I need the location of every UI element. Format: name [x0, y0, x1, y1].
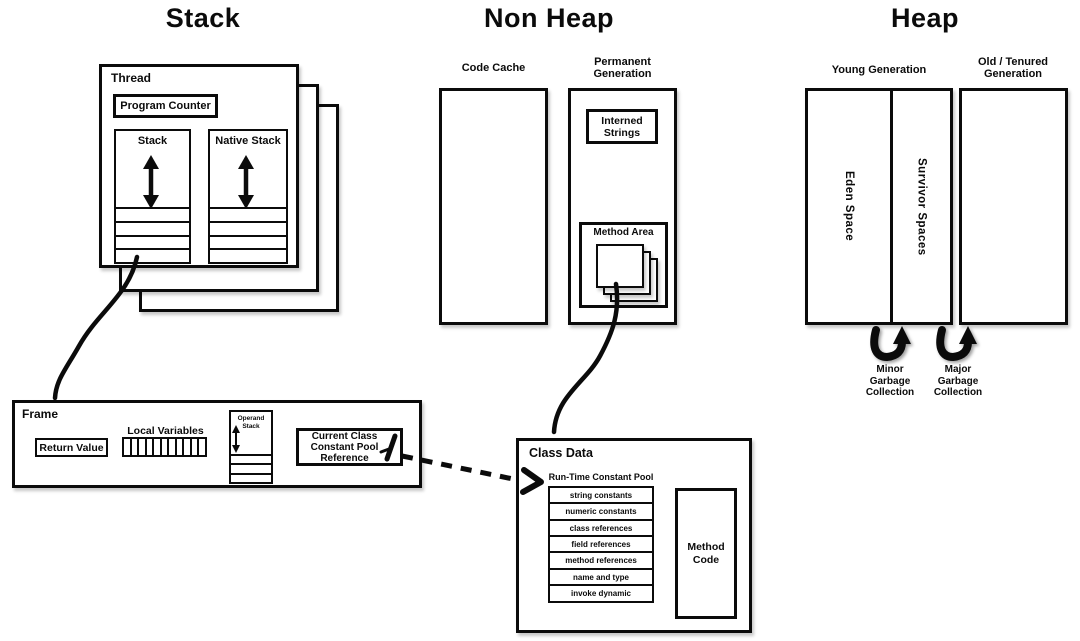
young-generation-label: Young Generation: [831, 64, 927, 76]
major-gc-arrow-icon: [936, 326, 977, 362]
permanent-generation-label: Permanent Generation: [593, 56, 652, 80]
minor-gc-arrow-icon: [870, 326, 911, 362]
non-heap-section-title: Non Heap: [483, 3, 614, 33]
frame-label: Frame: [22, 407, 59, 421]
operand-stack-label: Operand Stack: [237, 415, 265, 430]
stack-frames-rows: [116, 207, 189, 262]
native-stack-box: Native Stack: [208, 129, 288, 264]
thread-label: Thread: [111, 71, 152, 85]
local-variables-slots: [122, 437, 207, 457]
heap-section-title: Heap: [890, 3, 960, 33]
operand-stack-box: Operand Stack: [229, 410, 273, 484]
survivor-spaces-label: Survivor Spaces: [915, 157, 928, 256]
survivor-spaces-region: Survivor Spaces: [893, 91, 950, 322]
local-variables-label: Local Variables: [127, 425, 204, 437]
interned-strings-box: Interned Strings: [586, 109, 658, 144]
method-code-box: Method Code: [675, 488, 737, 619]
eden-space-region: Eden Space: [808, 91, 890, 322]
old-generation-box: [959, 88, 1068, 325]
eden-space-label: Eden Space: [843, 171, 855, 242]
code-cache-box: [439, 88, 548, 325]
permanent-generation-box: Interned Strings Method Area: [568, 88, 677, 325]
frame-box: Frame Return Value Local Variables Opera…: [12, 400, 422, 488]
native-stack-label: Native Stack: [215, 135, 281, 147]
operand-stack-rows: [231, 454, 271, 482]
native-stack-rows: [210, 207, 286, 262]
method-area-box: Method Area: [579, 222, 668, 308]
runtime-constant-pool-label: Run-Time Constant Pool: [548, 472, 654, 482]
method-area-label: Method Area: [593, 227, 654, 238]
class-data-box: Class Data Run-Time Constant Pool string…: [516, 438, 752, 633]
runtime-constant-pool-table: string constants numeric constants class…: [548, 486, 654, 603]
class-data-label: Class Data: [529, 446, 593, 460]
code-cache-label: Code Cache: [461, 62, 526, 74]
program-counter-box: Program Counter: [113, 94, 218, 118]
young-generation-box: Eden Space Survivor Spaces: [805, 88, 953, 325]
stack-section-title: Stack: [165, 3, 241, 33]
minor-gc-label: Minor Garbage Collection: [865, 364, 915, 398]
current-class-ref-box: Current Class Constant Pool Reference: [296, 428, 403, 466]
thread-stack-box: Stack: [114, 129, 191, 264]
thread-box: Thread Program Counter Stack Native Stac…: [99, 64, 299, 268]
pool-row: invoke dynamic: [548, 584, 654, 603]
class-sheet-1: [596, 244, 644, 288]
old-generation-label: Old / Tenured Generation: [977, 56, 1049, 80]
young-generation-divider: [890, 91, 893, 322]
return-value-box: Return Value: [35, 438, 108, 457]
major-gc-label: Major Garbage Collection: [933, 364, 983, 398]
thread-stack-label: Stack: [137, 135, 168, 147]
